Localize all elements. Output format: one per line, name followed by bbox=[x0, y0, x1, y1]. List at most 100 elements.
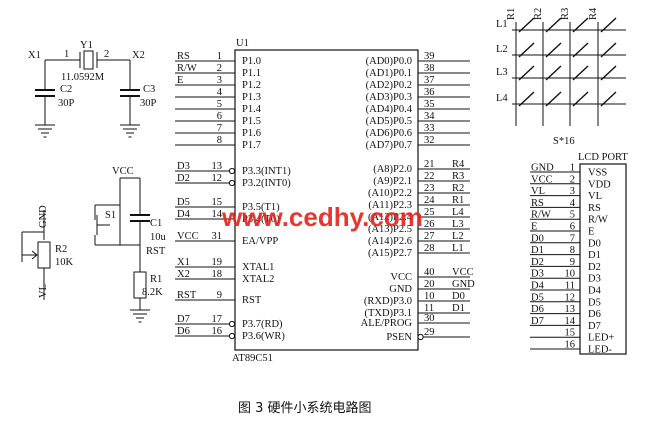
keypad-switch bbox=[545, 91, 562, 107]
mcu-left-pin-number: 15 bbox=[212, 197, 223, 208]
mcu-left-pin-number: 18 bbox=[212, 269, 223, 280]
mcu-right-pin-name: (AD1)P0.1 bbox=[366, 68, 412, 79]
r1-value: 8.2K bbox=[142, 287, 163, 298]
mcu-left-pin-number: 4 bbox=[217, 87, 223, 98]
lcd-pin-number: 2 bbox=[570, 174, 575, 185]
mcu-pin-inverter-dot bbox=[417, 333, 424, 341]
keypad-switch bbox=[600, 17, 617, 33]
lcd-pin-number: 16 bbox=[565, 340, 576, 351]
c1-ref: C1 bbox=[150, 218, 162, 229]
mcu-right-pin-number: 33 bbox=[424, 123, 435, 134]
mcu-right-pin-name: (AD0)P0.0 bbox=[366, 56, 412, 67]
lcd-pin-name: D6 bbox=[588, 309, 601, 320]
lcd-pin-number: 4 bbox=[570, 198, 576, 209]
mcu-right-pin-number: 38 bbox=[424, 63, 435, 74]
mcu-right-pin-name: (AD6)P0.6 bbox=[366, 128, 412, 139]
lcd-pin-number: 11 bbox=[565, 281, 575, 292]
lcd-net-label: R/W bbox=[531, 210, 551, 221]
keypad-switch bbox=[518, 42, 535, 58]
mcu-left-pin-name: P1.6 bbox=[242, 128, 261, 139]
mcu-left-pin-number: 9 bbox=[217, 290, 222, 301]
lcd-pin-name: LED+ bbox=[588, 333, 614, 344]
lcd-pin-number: 12 bbox=[565, 292, 576, 303]
keypad-switch bbox=[572, 42, 589, 58]
lcd-pin-name: D0 bbox=[588, 238, 601, 249]
mcu-left-net-label: R/W bbox=[177, 63, 197, 74]
keypad-column-label: R1 bbox=[506, 8, 517, 20]
c2-value: 30P bbox=[58, 98, 75, 109]
mcu-right-pin-name: (AD2)P0.2 bbox=[366, 80, 412, 91]
keypad-switch bbox=[518, 65, 535, 81]
mcu-right-pin-number: 11 bbox=[424, 303, 434, 314]
lcd-pin-number: 8 bbox=[570, 245, 575, 256]
mcu-left-net-label: D6 bbox=[177, 326, 190, 337]
mcu-left-pin-number: 8 bbox=[217, 135, 222, 146]
mcu-pin-inverter-dot bbox=[228, 179, 236, 187]
mcu-right-pin-name: PSEN bbox=[386, 332, 412, 343]
mcu-right-pin-name: (AD7)P0.7 bbox=[366, 140, 412, 151]
lcd-pin-name: E bbox=[588, 227, 594, 238]
c3-ref: C3 bbox=[143, 84, 155, 95]
keypad-column-label: R4 bbox=[588, 7, 599, 20]
mcu-part-number: AT89C51 bbox=[232, 353, 273, 364]
lcd-net-label: D2 bbox=[531, 257, 544, 268]
lcd-net-label: E bbox=[531, 222, 537, 233]
keypad-row-label: L3 bbox=[496, 67, 508, 78]
crystal-oscillator-section bbox=[35, 50, 140, 138]
lcd-net-label: D0 bbox=[531, 233, 544, 244]
keypad-row-label: L1 bbox=[496, 19, 508, 30]
mcu-right-pin-name: (AD4)P0.4 bbox=[366, 104, 413, 115]
lcd-net-label: VCC bbox=[531, 174, 553, 185]
mcu-right-pin-number: 28 bbox=[424, 243, 435, 254]
keypad-column-label: R2 bbox=[533, 8, 544, 20]
lcd-pin-name: D5 bbox=[588, 297, 601, 308]
mcu-left-pin-number: 1 bbox=[217, 51, 222, 62]
mcu-left-pin-number: 16 bbox=[212, 326, 223, 337]
mcu-ref: U1 bbox=[236, 38, 249, 49]
mcu-right-pin-name: (A14)P2.6 bbox=[368, 236, 412, 247]
lcd-pin-number: 9 bbox=[570, 257, 575, 268]
mcu-right-net-label: L3 bbox=[452, 219, 464, 230]
mcu-left-pin-name: P1.2 bbox=[242, 80, 261, 91]
reset-rst-label: RST bbox=[146, 246, 166, 257]
mcu-left-pin-number: 12 bbox=[212, 173, 223, 184]
lcd-pin-number: 3 bbox=[570, 186, 575, 197]
mcu-right-pin-number: 29 bbox=[424, 327, 435, 338]
mcu-left-net-label: D7 bbox=[177, 314, 190, 325]
mcu-right-pin-number: 37 bbox=[424, 75, 435, 86]
keypad-switch bbox=[545, 42, 562, 58]
keypad-switch bbox=[600, 42, 617, 58]
lcd-pin-name: LED- bbox=[588, 345, 612, 356]
lcd-pin-name: D1 bbox=[588, 250, 601, 261]
mcu-right-net-label: R2 bbox=[452, 183, 464, 194]
mcu-right-pin-name: GND bbox=[389, 284, 412, 295]
crystal-x1-label: X1 bbox=[28, 50, 41, 61]
mcu-right-net-label: VCC bbox=[452, 267, 474, 278]
mcu-left-pin-number: 19 bbox=[212, 257, 223, 268]
lcd-pin-name: VDD bbox=[588, 179, 611, 190]
mcu-left-pin-name: EA/VPP bbox=[242, 236, 278, 247]
mcu-left-net-label: D3 bbox=[177, 161, 190, 172]
mcu-body bbox=[234, 49, 419, 351]
switch-s1-ref: S1 bbox=[105, 210, 116, 221]
mcu-right-pin-name: (A8)P2.0 bbox=[373, 164, 412, 175]
mcu-left-pin-name: XTAL2 bbox=[242, 274, 274, 285]
mcu-right-pin-number: 26 bbox=[424, 219, 435, 230]
lcd-pin-number: 10 bbox=[565, 269, 576, 280]
lcd-pin-name: D2 bbox=[588, 262, 601, 273]
mcu-left-pin-number: 13 bbox=[212, 161, 223, 172]
pot-vl-label: VL bbox=[38, 284, 49, 298]
mcu-left-pin-name: P1.0 bbox=[242, 56, 261, 67]
mcu-right-pin-name: ALE/PROG bbox=[361, 318, 413, 329]
lcd-pin-name: D4 bbox=[588, 286, 602, 297]
mcu-left-pin-name: P1.4 bbox=[242, 104, 262, 115]
mcu-left-pin-name: P3.6(WR) bbox=[242, 331, 285, 342]
lcd-pin-number: 15 bbox=[565, 328, 576, 339]
c3-value: 30P bbox=[140, 98, 157, 109]
mcu-right-pin-name: (A15)P2.7 bbox=[368, 248, 412, 259]
keypad-column-label: R3 bbox=[560, 8, 571, 20]
mcu-right-pin-name: (A9)P2.1 bbox=[373, 176, 412, 187]
